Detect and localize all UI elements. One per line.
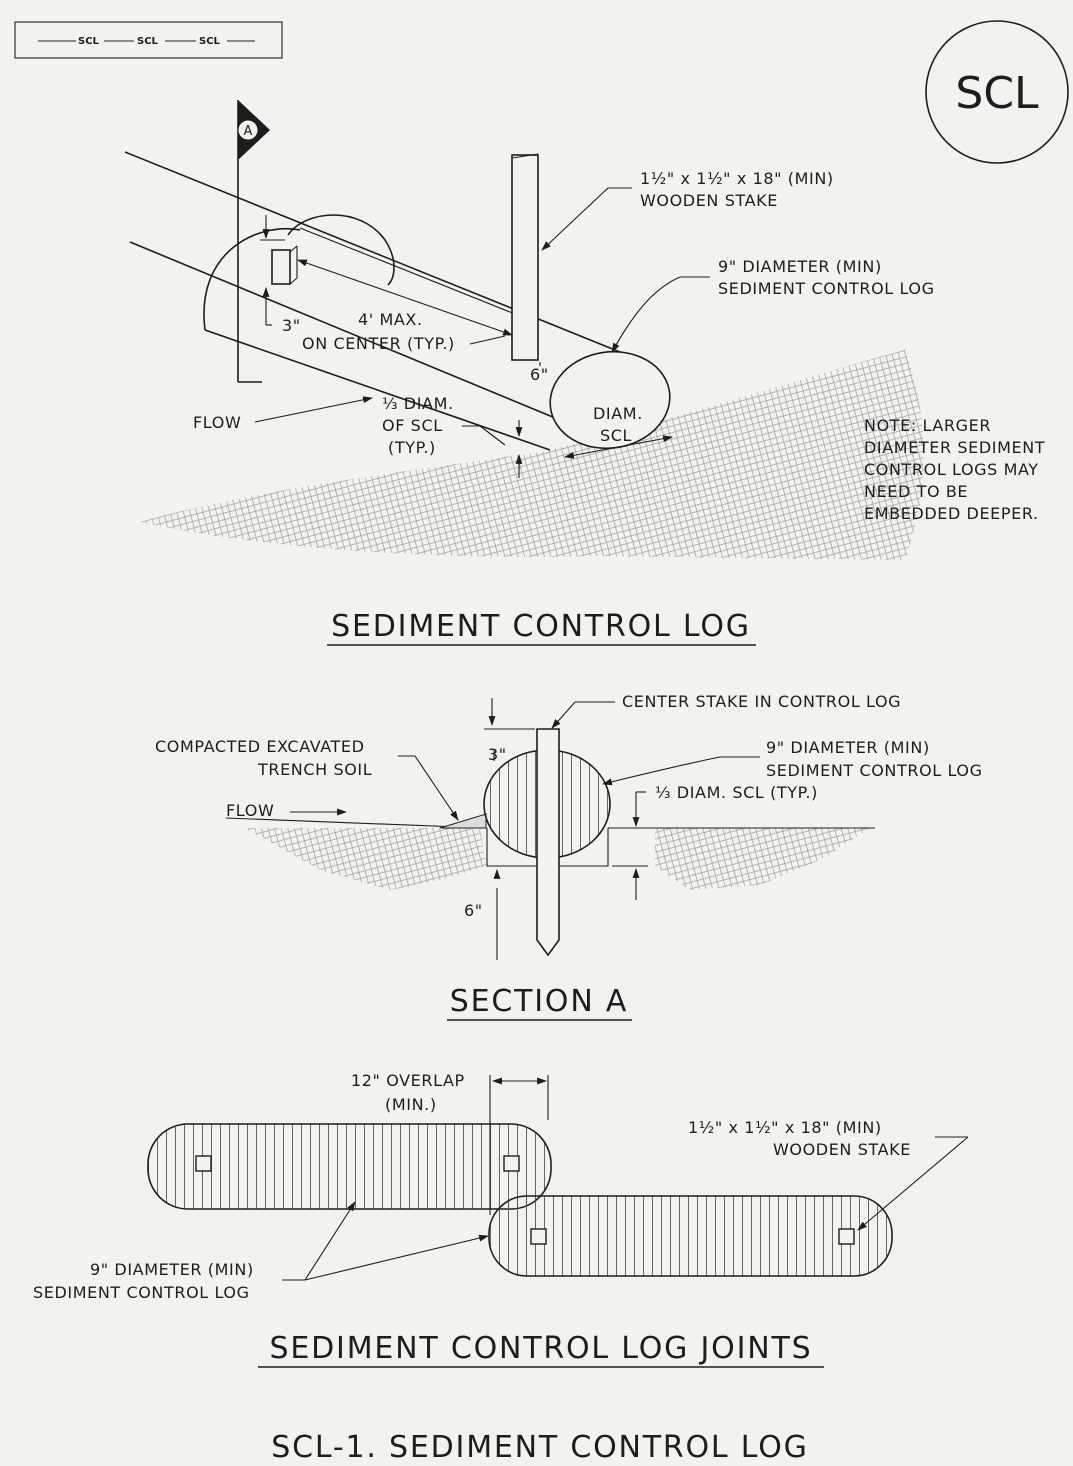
- line-legend: SCL SCL SCL: [14, 21, 283, 59]
- iso-stake-label-1: 1½" x 1½" x 18" (MIN): [640, 169, 834, 188]
- section-a-view: 3" 6" CENTER STAKE IN CONTROL LOG COMPAC…: [155, 692, 983, 1021]
- joint-overlap-line1: 12" OVERLAP: [351, 1071, 465, 1090]
- section-log-label-1: 9" DIAMETER (MIN): [766, 738, 930, 757]
- iso-diam-dim-line: [564, 435, 673, 459]
- section-soil-left: [245, 828, 487, 890]
- ground-hatch: [140, 350, 924, 560]
- iso-dim-6in: 6": [530, 365, 549, 384]
- sheet-title: SCL-1. SEDIMENT CONTROL LOG: [271, 1430, 808, 1465]
- section-soil-right: [655, 828, 870, 890]
- iso-spacing-line1: 4' MAX.: [358, 310, 423, 329]
- iso-embed-line1: ⅓ DIAM.: [382, 394, 454, 413]
- iso-dim-3in: 3": [282, 316, 301, 335]
- iso-note-1: NOTE: LARGER: [864, 416, 991, 435]
- iso-flow-label: FLOW: [193, 413, 241, 432]
- joint-stake-label-2: WOODEN STAKE: [773, 1140, 911, 1159]
- isometric-view: A 3" 4' MAX. ON CENTER (TYP.) 6" 1½" x 1: [124, 100, 1045, 646]
- iso-diam-label-2: SCL: [600, 426, 632, 445]
- joint-stake-1: [195, 1155, 212, 1172]
- iso-log-label-1: 9" DIAMETER (MIN): [718, 257, 882, 276]
- iso-note-2: DIAMETER SEDIMENT: [864, 438, 1045, 457]
- stake-tall: [511, 154, 539, 361]
- joint-overlap-line2: (MIN.): [385, 1095, 437, 1114]
- section-center-stake: [536, 728, 560, 957]
- section-marker-letter: A: [244, 124, 253, 139]
- iso-spacing-line2: ON CENTER (TYP.): [302, 334, 455, 353]
- section-ground-left: [225, 817, 486, 829]
- section-dim-3in: 3": [488, 745, 507, 764]
- spacing-dim-line: [297, 259, 513, 336]
- iso-stake-label-2: WOODEN STAKE: [640, 191, 778, 210]
- iso-note-5: EMBEDDED DEEPER.: [864, 504, 1039, 523]
- iso-diam-label-1: DIAM.: [593, 404, 643, 423]
- legend-symbol-2: SCL: [137, 36, 159, 47]
- section-dim-6in: 6": [464, 901, 483, 920]
- stake-small: [271, 249, 291, 285]
- legend-symbol-1: SCL: [78, 36, 100, 47]
- section-log-label-2: SEDIMENT CONTROL LOG: [766, 761, 983, 780]
- joint-log-label-1: 9" DIAMETER (MIN): [90, 1260, 254, 1279]
- section-flow-label: FLOW: [226, 801, 274, 820]
- section-center-stake-label: CENTER STAKE IN CONTROL LOG: [622, 692, 901, 711]
- iso-title: SEDIMENT CONTROL LOG: [331, 609, 751, 644]
- section-soil-label-2: TRENCH SOIL: [257, 760, 372, 779]
- joint-stake-2: [503, 1155, 520, 1172]
- log-end-cap-near: [203, 228, 301, 331]
- section-title: SECTION A: [450, 984, 628, 1019]
- joints-title: SEDIMENT CONTROL LOG JOINTS: [270, 1331, 813, 1366]
- joint-stake-3: [530, 1228, 547, 1245]
- iso-note-4: NEED TO BE: [864, 482, 968, 501]
- scl-badge: SCL: [925, 20, 1069, 164]
- section-soil-label-1: COMPACTED EXCAVATED: [155, 737, 365, 756]
- joint-log-lower: [488, 1195, 893, 1277]
- iso-embed-line3: (TYP.): [388, 438, 436, 457]
- joint-log-label-2: SEDIMENT CONTROL LOG: [33, 1283, 250, 1302]
- iso-flow-arrow: [254, 396, 373, 423]
- iso-embed-line2: OF SCL: [382, 416, 443, 435]
- joints-view: 12" OVERLAP (MIN.) 1½" x 1½" x 18" (MIN)…: [33, 1071, 969, 1368]
- legend-symbol-3: SCL: [199, 36, 221, 47]
- joint-stake-4: [838, 1228, 855, 1245]
- compacted-soil-wedge: [439, 813, 487, 829]
- iso-note-3: CONTROL LOGS MAY: [864, 460, 1039, 479]
- iso-log-label-2: SEDIMENT CONTROL LOG: [718, 279, 935, 298]
- section-embed-label: ⅓ DIAM. SCL (TYP.): [655, 783, 818, 802]
- badge-label: SCL: [955, 68, 1039, 119]
- joint-stake-label-1: 1½" x 1½" x 18" (MIN): [688, 1118, 882, 1137]
- log-bottom-edge: [129, 241, 561, 421]
